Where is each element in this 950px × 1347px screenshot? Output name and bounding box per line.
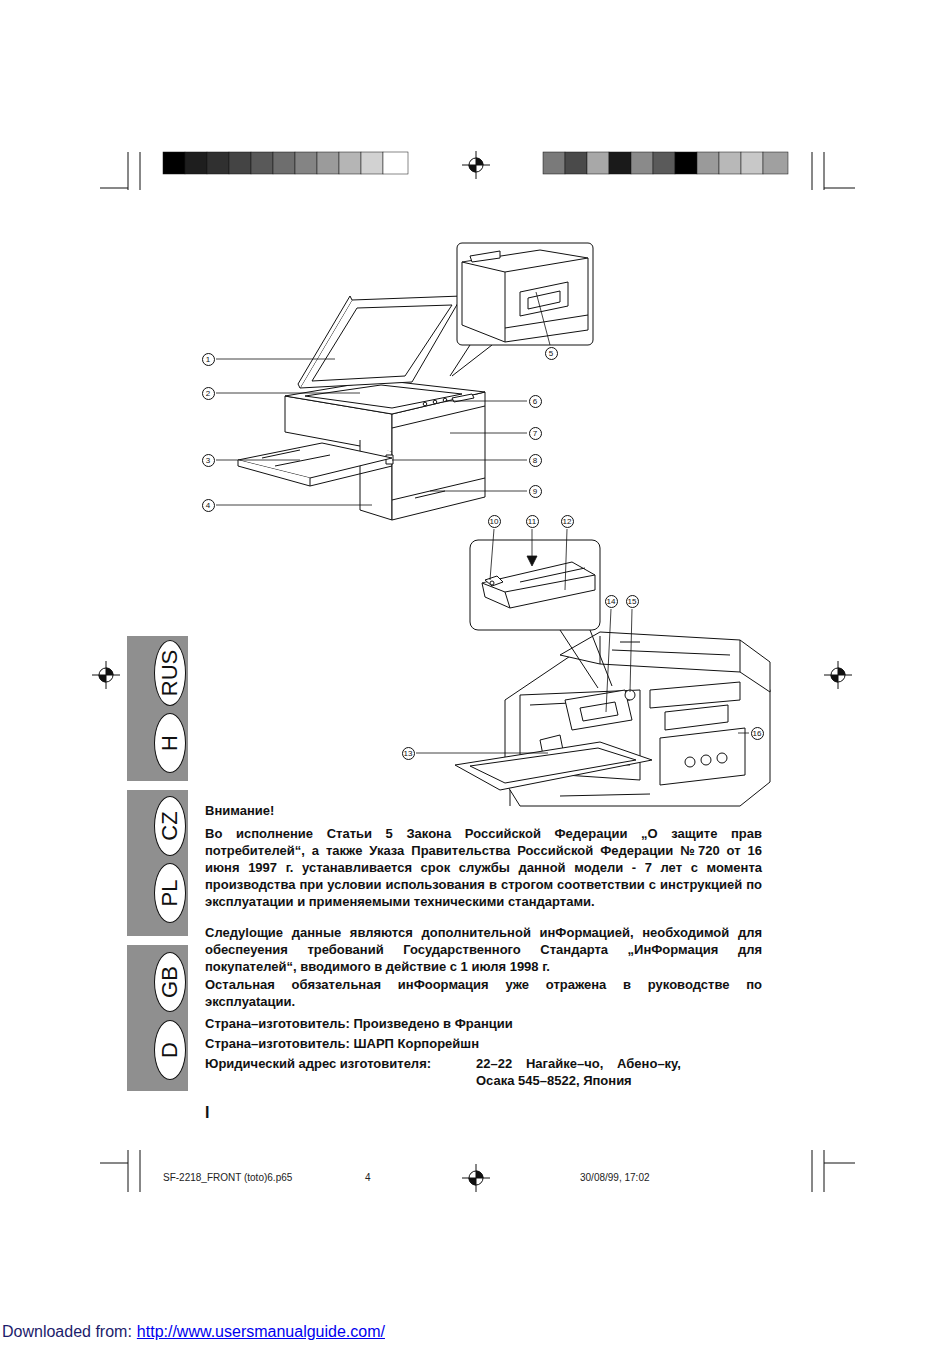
language-bands <box>127 636 188 1091</box>
open-copier <box>455 632 770 806</box>
notice-paragraph: Во исполнение Статьи 5 Закона Российской… <box>205 825 762 910</box>
registration-marks <box>92 151 852 1192</box>
callout-number: 11 <box>526 515 539 528</box>
notice-paragraph: Cледуlощие данныe являются дополнительно… <box>205 924 762 975</box>
color-bar-left <box>163 152 408 174</box>
download-note: Downloaded from: <box>2 1322 132 1342</box>
callout-number: 12 <box>561 515 574 528</box>
language-tab: CZ <box>154 796 186 856</box>
leader-lines <box>216 292 749 753</box>
language-code: D <box>158 1042 182 1058</box>
closed-copier <box>238 296 485 520</box>
callout-number: 2 <box>202 387 215 400</box>
language-code: PL <box>158 880 182 907</box>
language-tab: RUS <box>154 640 186 706</box>
callout-number: 6 <box>529 395 542 408</box>
callout-number: 3 <box>202 454 215 467</box>
callout-number: 4 <box>202 499 215 512</box>
language-tab: H <box>154 713 186 773</box>
callout-number: 10 <box>488 515 501 528</box>
language-tab: D <box>154 1020 186 1080</box>
callout-number: 13 <box>402 747 415 760</box>
callout-number: 1 <box>202 353 215 366</box>
callout-number: 5 <box>545 347 558 360</box>
callout-number: 16 <box>751 727 764 740</box>
detail-inset-5 <box>450 243 593 376</box>
callout-number: 14 <box>605 595 618 608</box>
manufacturer-line: Страна–изготовитель: Произведено в Франц… <box>205 1015 513 1032</box>
manufacturer-line: Страна–изготовитель: ШАРП Корпорейшн <box>205 1035 479 1052</box>
print-date: 30/08/99, 17:02 <box>580 1172 650 1184</box>
address-value: 22–22 Нагайке–чо, Абено–ку, Осака 545–85… <box>476 1055 681 1089</box>
color-bar-right <box>543 152 788 174</box>
callout-number: 9 <box>529 485 542 498</box>
language-tab: GB <box>154 952 186 1012</box>
language-code: CZ <box>158 811 182 840</box>
language-tab: PL <box>154 863 186 923</box>
callout-number: 8 <box>529 454 542 467</box>
callout-number: 15 <box>626 595 639 608</box>
notice-heading: Внимание! <box>205 802 274 819</box>
address-label: Юридический адрес изготовителя: <box>205 1055 431 1072</box>
download-link: http://www.usersmanualguide.com/ <box>137 1322 385 1342</box>
page-index: 4 <box>365 1172 371 1184</box>
file-name: SF-2218_FRONT (toto)6.p65 <box>163 1172 292 1184</box>
notice-paragraph: Остальная обязательная инФоормация уже о… <box>205 976 762 1010</box>
callout-number: 7 <box>529 427 542 440</box>
crop-marks <box>100 152 855 1192</box>
language-code: RUS <box>158 650 182 696</box>
language-code: H <box>158 735 182 751</box>
page-number: I <box>205 1104 209 1122</box>
language-code: GB <box>158 966 182 998</box>
